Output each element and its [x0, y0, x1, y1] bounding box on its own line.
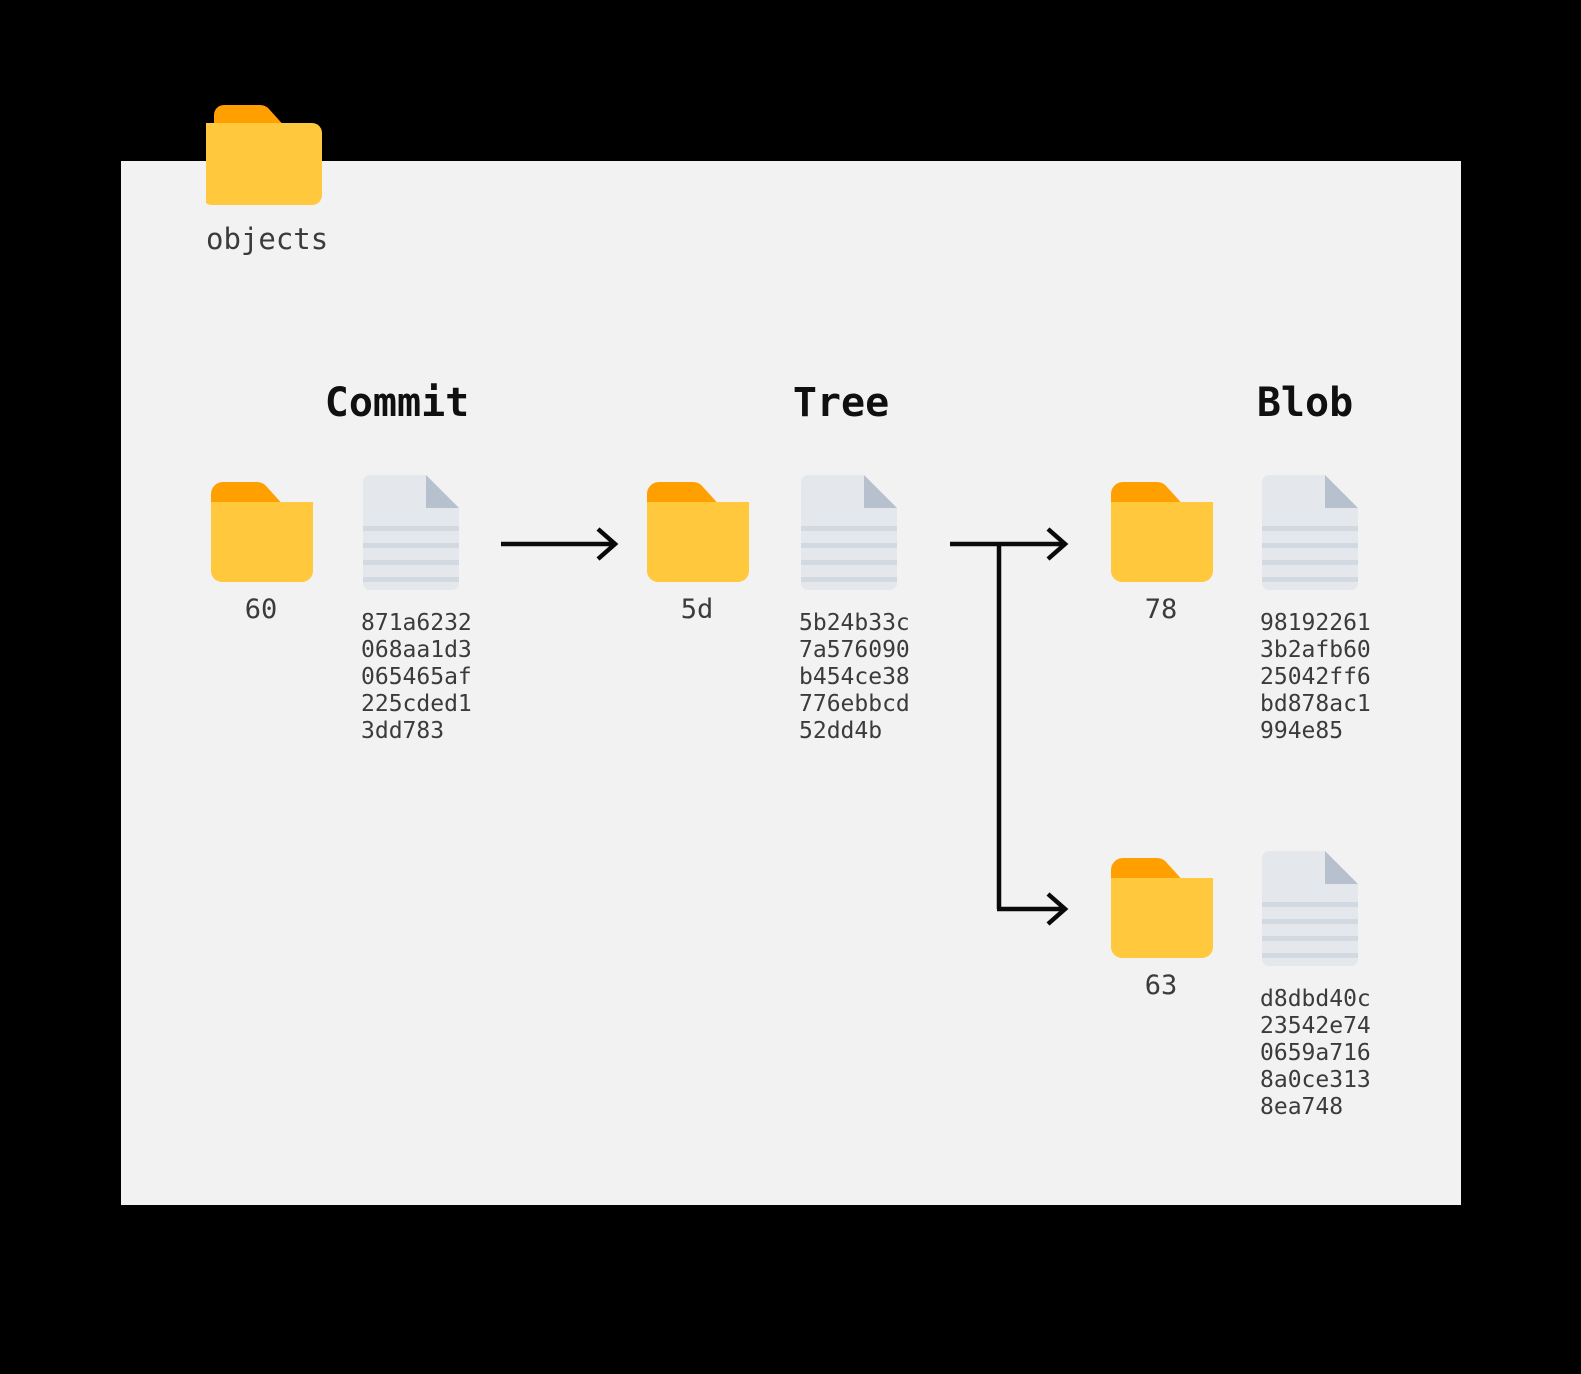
arrow-commit-to-tree	[501, 527, 619, 561]
arrow-tree-to-blobs	[950, 527, 1069, 926]
blob-folder-label: 78	[1144, 594, 1178, 625]
file-icon[interactable]	[797, 472, 901, 590]
blob-folder-node[interactable]	[1101, 472, 1221, 588]
blob2-file-node[interactable]	[1258, 848, 1362, 966]
commit-file-hash: 871a6232 068aa1d3 065465af 225cded1 3dd7…	[361, 610, 472, 744]
file-icon[interactable]	[1258, 848, 1362, 966]
tree-folder-label: 5d	[680, 594, 714, 625]
commit-folder-label: 60	[244, 594, 278, 625]
root-folder-node[interactable]	[206, 97, 322, 213]
file-icon[interactable]	[359, 472, 463, 590]
blob-file-node[interactable]	[1258, 472, 1362, 590]
commit-folder-node[interactable]	[201, 472, 321, 588]
tree-file-hash: 5b24b33c 7a576090 b454ce38 776ebbcd 52dd…	[799, 610, 910, 744]
blob-file-hash: 98192261 3b2afb60 25042ff6 bd878ac1 994e…	[1260, 610, 1371, 744]
root-folder-label: objects	[206, 222, 329, 256]
folder-icon[interactable]	[637, 472, 757, 588]
tree-file-node[interactable]	[797, 472, 901, 590]
section-heading-tree: Tree	[792, 380, 890, 426]
tree-folder-node[interactable]	[637, 472, 757, 588]
section-heading-commit: Commit	[324, 380, 470, 426]
folder-icon[interactable]	[201, 472, 321, 588]
section-heading-blob: Blob	[1256, 380, 1354, 426]
folder-icon[interactable]	[206, 97, 322, 213]
file-icon[interactable]	[1258, 472, 1362, 590]
blob2-folder-label: 63	[1144, 970, 1178, 1001]
commit-file-node[interactable]	[359, 472, 463, 590]
blob2-file-hash: d8dbd40c 23542e74 0659a716 8a0ce313 8ea7…	[1260, 986, 1371, 1120]
diagram-canvas: objects Commit Tree Blob 60 871a6232 068	[121, 104, 1461, 1205]
folder-icon[interactable]	[1101, 472, 1221, 588]
folder-icon[interactable]	[1101, 848, 1221, 964]
blob2-folder-node[interactable]	[1101, 848, 1221, 964]
